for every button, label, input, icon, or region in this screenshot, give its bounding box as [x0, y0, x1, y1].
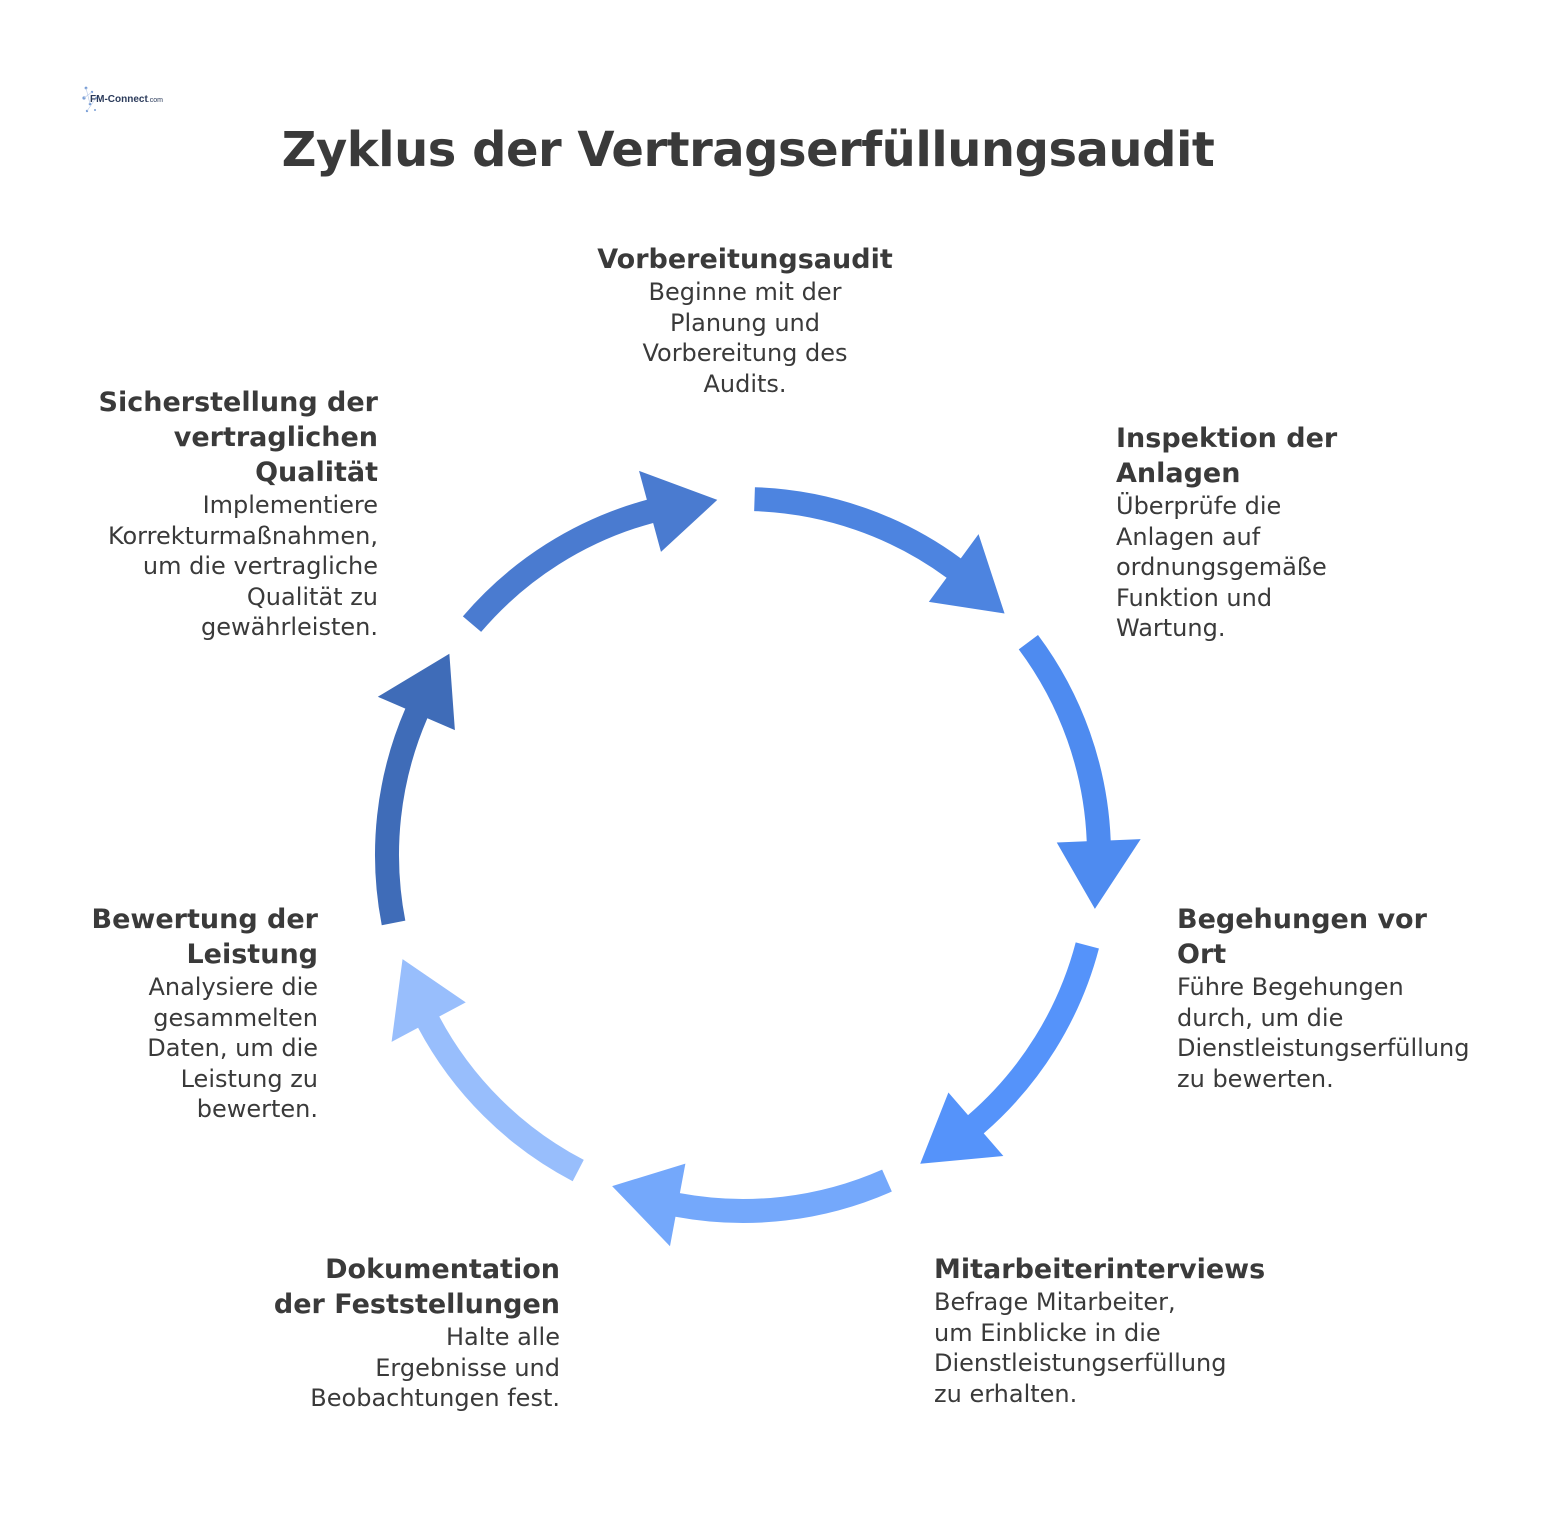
step-title: Bewertung der Leistung — [91, 904, 319, 970]
step-mitarbeiterinterviews: Mitarbeiterinterviews Befrage Mitarbeite… — [934, 1252, 1354, 1409]
step-begehungen: Begehungen vor Ort Führe Begehungen durc… — [1177, 902, 1537, 1094]
step-description: Beginne mit der Planung und Vorbereitung… — [642, 278, 848, 398]
step-title: Sicherstellung der vertraglichen Qualitä… — [98, 387, 378, 488]
step-description: Befrage Mitarbeiter, um Einblicke in die… — [934, 1288, 1227, 1408]
step-title: Mitarbeiterinterviews — [934, 1254, 1266, 1285]
fm-connect-logo: FM-Connect.com — [80, 84, 163, 120]
step-inspektion: Inspektion der Anlagen Überprüfe die Anl… — [1116, 421, 1476, 644]
cycle-arrow-7 — [391, 959, 584, 1182]
step-vorbereitungsaudit: Vorbereitungsaudit Beginne mit der Planu… — [590, 242, 900, 399]
cycle-arrow-6 — [612, 1163, 892, 1247]
logo-burst-icon — [82, 86, 97, 113]
cycle-arrow-4 — [1018, 635, 1141, 909]
cycle-arrow-1 — [375, 653, 455, 926]
cycle-arrow-2 — [462, 470, 718, 632]
logo-suffix: .com — [147, 97, 163, 104]
step-title: Inspektion der Anlagen — [1116, 423, 1338, 489]
step-title: Begehungen vor Ort — [1177, 904, 1427, 970]
step-description: Implementiere Korrekturmaßnahmen, um die… — [107, 491, 378, 641]
step-title: Dokumentation der Feststellungen — [273, 1254, 560, 1320]
step-sicherstellung: Sicherstellung der vertraglichen Qualitä… — [60, 385, 378, 643]
step-description: Halte alle Ergebnisse und Beobachtungen … — [310, 1323, 560, 1412]
cycle-arrow-5 — [920, 942, 1099, 1164]
step-description: Führe Begehungen durch, um die Dienstlei… — [1177, 973, 1470, 1093]
step-description: Analysiere die gesammelten Daten, um die… — [147, 973, 318, 1123]
step-title: Vorbereitungsaudit — [597, 244, 893, 275]
cycle-arrow-3 — [754, 487, 1005, 614]
step-bewertung: Bewertung der Leistung Analysiere die ge… — [60, 902, 319, 1125]
logo-brand: FM-Connect — [90, 94, 148, 105]
step-description: Überprüfe die Anlagen auf ordnungsgemäße… — [1116, 492, 1327, 642]
step-dokumentation: Dokumentation der Feststellungen Halte a… — [250, 1252, 560, 1414]
page-title: Zyklus der Vertragserfüllungsaudit — [281, 122, 1215, 178]
